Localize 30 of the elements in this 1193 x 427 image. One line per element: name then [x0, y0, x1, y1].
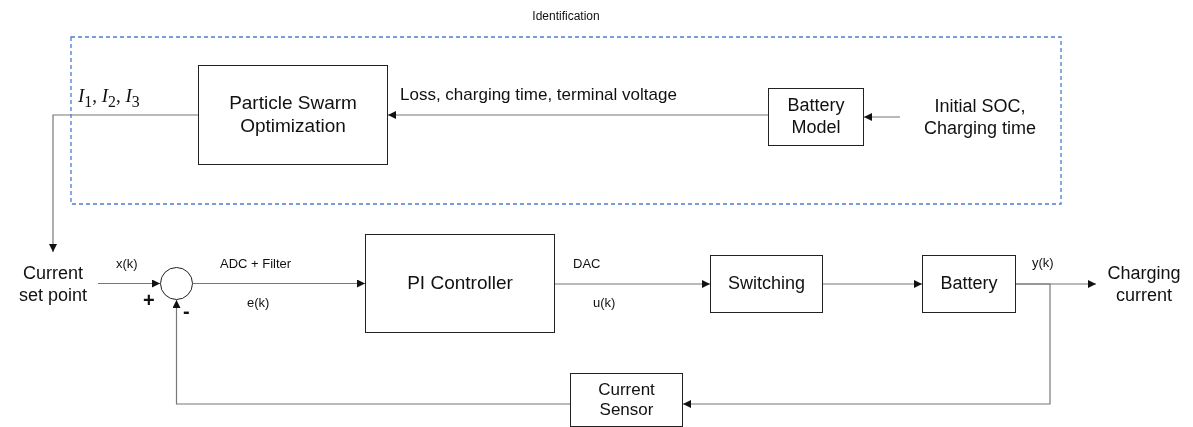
- sign-label: +: [143, 290, 155, 310]
- arrow: [682, 283, 1051, 408]
- edge-label: x(k): [116, 256, 138, 271]
- signal-label: u(k): [593, 296, 616, 309]
- arrow: [97, 279, 161, 288]
- process-box: Battery: [922, 255, 1016, 313]
- output-label: Charging current: [1096, 252, 1192, 318]
- arrow: [554, 280, 711, 288]
- edge-label: ADC + Filter: [220, 256, 292, 271]
- signal-label: e(k): [247, 296, 270, 309]
- process-box: Switching: [710, 255, 823, 313]
- summing-junction: [160, 267, 193, 300]
- arrow: [387, 111, 769, 119]
- arrow: [172, 299, 571, 405]
- arrow: [863, 113, 901, 121]
- input-label: Current set point: [8, 252, 98, 318]
- arrow: [822, 280, 923, 288]
- arrow: [192, 279, 366, 288]
- edge-label: I$_{1}$, I$_{2}$, I$_{3}$: [78, 85, 140, 111]
- input-label: Initial SOC, Charging time: [900, 88, 1060, 148]
- sign-label: -: [183, 301, 190, 321]
- signal-label: y(k): [1032, 256, 1054, 269]
- arrow: [49, 114, 199, 253]
- process-box: Particle Swarm Optimization: [198, 65, 388, 165]
- process-box: Battery Model: [768, 88, 864, 146]
- controller-box: PI Controller: [365, 234, 555, 333]
- edge-label: DAC: [573, 256, 601, 271]
- group-title: Identification: [531, 9, 601, 23]
- sensor-box: Current Sensor: [570, 373, 683, 427]
- edge-label: Loss, charging time, terminal voltage: [400, 85, 677, 105]
